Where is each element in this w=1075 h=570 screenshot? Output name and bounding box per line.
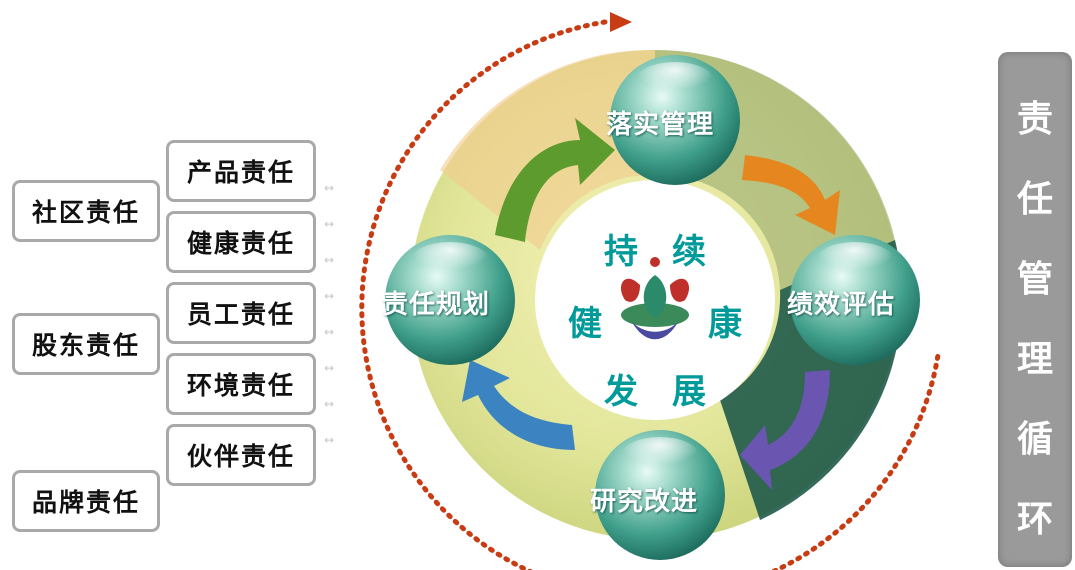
side-title-char: 循 bbox=[1016, 418, 1053, 460]
link-arrow-icon: ↔ bbox=[324, 289, 335, 303]
step-evaluate: 绩效评估 bbox=[787, 290, 896, 320]
center-char: 发 bbox=[604, 372, 638, 412]
sphere-right bbox=[790, 235, 920, 365]
center-char: 持 bbox=[604, 232, 638, 272]
green-arrow bbox=[495, 118, 615, 242]
purple-arrow bbox=[740, 370, 830, 490]
step-improve: 研究改进 bbox=[590, 487, 699, 517]
link-arrow-icon: ↔ bbox=[324, 181, 335, 195]
step-implement: 落实管理 bbox=[606, 110, 715, 140]
group-brand: 品牌责任 bbox=[12, 470, 160, 532]
sphere-left bbox=[385, 235, 515, 365]
side-title-panel: 责 任 管 理 循 环 bbox=[998, 52, 1072, 567]
side-title-char: 环 bbox=[1016, 498, 1053, 540]
link-arrow-icon: ↔ bbox=[324, 397, 335, 411]
link-arrow-icon: ↔ bbox=[324, 217, 335, 231]
lotus-logo bbox=[620, 257, 690, 340]
item-environment: 环境责任 bbox=[166, 353, 316, 415]
side-title-char: 理 bbox=[1016, 338, 1053, 380]
dotted-cycle-arrow bbox=[359, 12, 941, 570]
group-community: 社区责任 bbox=[12, 180, 160, 242]
step-plan: 责任规划 bbox=[382, 290, 491, 320]
side-title-char: 任 bbox=[1016, 178, 1053, 220]
group-shareholder: 股东责任 bbox=[12, 313, 160, 375]
side-title-char: 责 bbox=[1016, 98, 1053, 140]
orange-arrow bbox=[742, 155, 840, 235]
center-char: 康 bbox=[708, 304, 742, 344]
center-char: 展 bbox=[672, 372, 706, 412]
sphere-top bbox=[610, 55, 740, 185]
link-arrow-icon: ↔ bbox=[324, 253, 335, 267]
item-health: 健康责任 bbox=[166, 211, 316, 273]
link-arrow-icon: ↔ bbox=[324, 325, 335, 339]
item-partner: 伙伴责任 bbox=[166, 424, 316, 486]
link-arrow-icon: ↔ bbox=[324, 433, 335, 447]
link-arrow-icon: ↔ bbox=[324, 361, 335, 375]
center-char: 续 bbox=[672, 232, 706, 272]
blue-arrow bbox=[462, 360, 575, 450]
item-employee: 员工责任 bbox=[166, 282, 316, 344]
item-product: 产品责任 bbox=[166, 140, 316, 202]
side-title-char: 管 bbox=[1016, 258, 1053, 300]
sphere-bottom bbox=[595, 430, 725, 560]
center-char: 健 bbox=[568, 304, 602, 344]
